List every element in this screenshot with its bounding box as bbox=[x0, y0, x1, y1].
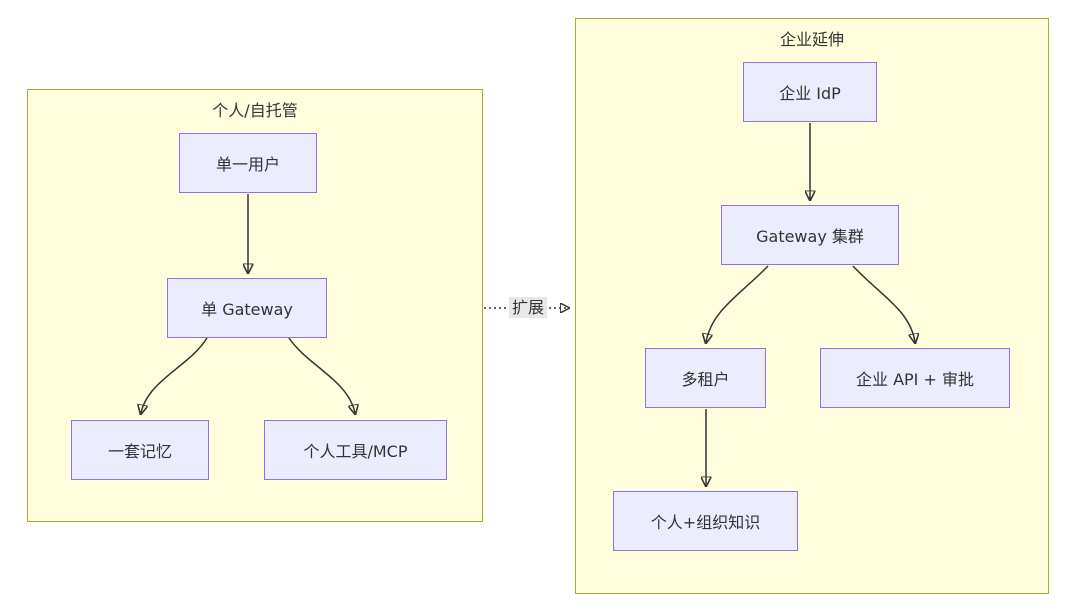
node-memory-set: 一套记忆 bbox=[71, 420, 209, 480]
node-gateway-cluster: Gateway 集群 bbox=[721, 205, 899, 265]
edge-label-expand: 扩展 bbox=[509, 297, 548, 319]
node-personal-tools-mcp: 个人工具/MCP bbox=[264, 420, 447, 480]
cluster-enterprise-title: 企业延伸 bbox=[779, 30, 844, 49]
node-multi-tenant: 多租户 bbox=[645, 348, 766, 408]
node-enterprise-idp: 企业 IdP bbox=[743, 62, 877, 122]
node-personal-org-knowledge: 个人+组织知识 bbox=[613, 491, 798, 551]
node-single-gateway: 单 Gateway bbox=[167, 278, 327, 338]
node-single-user: 单一用户 bbox=[179, 133, 317, 193]
cluster-personal-title: 个人/自托管 bbox=[212, 101, 298, 120]
node-enterprise-api-approval: 企业 API + 审批 bbox=[820, 348, 1010, 408]
